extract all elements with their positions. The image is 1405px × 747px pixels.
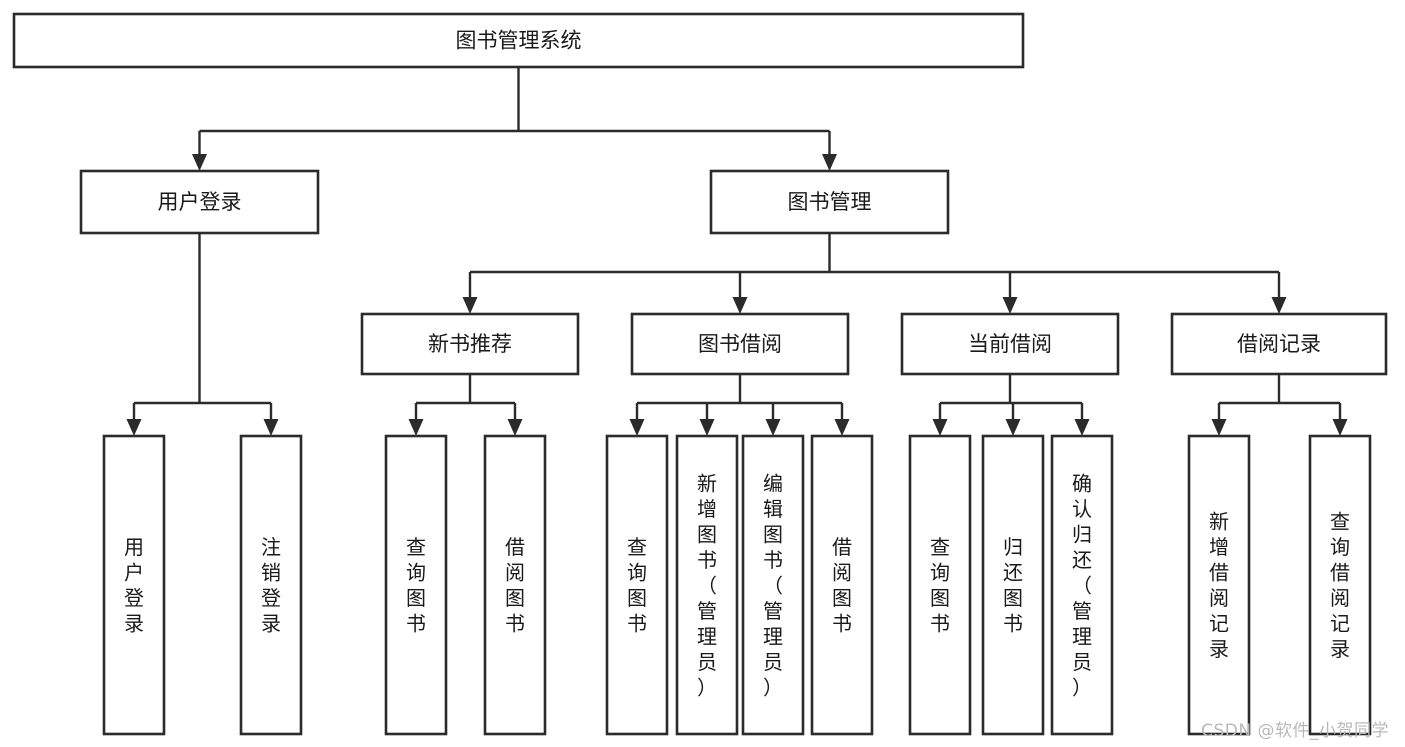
arrow-head-icon [1074, 419, 1090, 436]
node-label-user-login: 用户登录 [158, 190, 242, 214]
node-layer: 图书管理系统用户登录用户登录注销登录图书管理新书推荐查询图书借阅图书图书借阅查询… [12, 12, 1388, 736]
node-label-book-borrow: 图书借阅 [698, 332, 782, 356]
node-book-management[interactable]: 图书管理 [709, 169, 950, 235]
node-box-recommend-borrow-book [483, 434, 547, 736]
node-box-borrow-edit-book [741, 434, 805, 736]
node-label-root: 图书管理系统 [456, 29, 582, 53]
node-box-book-borrow [630, 312, 850, 376]
arrow-head-icon [462, 297, 478, 314]
node-book-borrow[interactable]: 图书借阅 [630, 312, 850, 376]
node-label-records-query-record: 查询借阅记录 [1330, 510, 1350, 662]
node-label-borrow-add-book: 新增图书（管理员） [697, 471, 717, 699]
node-label-borrow-query-book: 查询图书 [627, 535, 647, 636]
node-label-current-borrow: 当前借阅 [968, 332, 1052, 356]
arrow-head-icon [629, 419, 645, 436]
arrow-head-icon [192, 154, 207, 171]
arrow-head-icon [126, 419, 142, 436]
node-borrow-borrow-book[interactable]: 借阅图书 [810, 434, 874, 736]
node-user-login-login[interactable]: 用户登录 [102, 434, 166, 736]
node-label-recommend-borrow-book: 借阅图书 [505, 535, 525, 636]
node-current-query-book[interactable]: 查询图书 [908, 434, 972, 736]
node-label-borrow-edit-book: 编辑图书（管理员） [763, 471, 783, 699]
node-new-book-recommend[interactable]: 新书推荐 [360, 312, 580, 376]
node-box-borrow-records [1170, 312, 1388, 376]
arrow-head-icon [1271, 297, 1287, 314]
node-label-current-confirm-return: 确认归还（管理员） [1072, 471, 1092, 699]
node-root[interactable]: 图书管理系统 [12, 12, 1025, 69]
arrow-head-icon [1005, 419, 1021, 436]
node-user-login[interactable]: 用户登录 [79, 169, 320, 235]
node-box-book-management [709, 169, 950, 235]
node-borrow-edit-book[interactable]: 编辑图书（管理员） [741, 434, 805, 736]
node-label-book-management: 图书管理 [788, 190, 872, 214]
node-label-current-query-book: 查询图书 [930, 535, 950, 636]
node-user-login-logout[interactable]: 注销登录 [239, 434, 303, 736]
arrow-head-icon [1211, 419, 1227, 436]
arrow-head-icon [732, 297, 748, 314]
arrow-head-icon [765, 419, 781, 436]
arrow-head-icon [408, 419, 424, 436]
node-label-recommend-query-book: 查询图书 [406, 535, 426, 636]
arrow-head-icon [1002, 297, 1018, 314]
node-current-borrow[interactable]: 当前借阅 [900, 312, 1120, 376]
node-label-new-book-recommend: 新书推荐 [428, 332, 512, 356]
node-borrow-records[interactable]: 借阅记录 [1170, 312, 1388, 376]
node-borrow-add-book[interactable]: 新增图书（管理员） [675, 434, 739, 736]
node-records-add-record[interactable]: 新增借阅记录 [1187, 434, 1251, 736]
node-box-new-book-recommend [360, 312, 580, 376]
node-box-current-return-book [981, 434, 1045, 736]
arrow-head-icon [1332, 419, 1348, 436]
node-current-confirm-return[interactable]: 确认归还（管理员） [1050, 434, 1114, 736]
arrow-head-icon [822, 154, 837, 171]
node-box-records-add-record [1187, 434, 1251, 736]
arrow-head-icon [699, 419, 715, 436]
node-recommend-query-book[interactable]: 查询图书 [384, 434, 448, 736]
node-box-user-login [79, 169, 320, 235]
node-label-user-login-login: 用户登录 [124, 535, 144, 636]
node-box-current-confirm-return [1050, 434, 1114, 736]
node-label-current-return-book: 归还图书 [1003, 535, 1023, 636]
arrow-head-icon [834, 419, 850, 436]
node-box-records-query-record [1308, 434, 1372, 736]
node-label-borrow-records: 借阅记录 [1237, 332, 1321, 356]
arrow-head-icon [263, 419, 279, 436]
node-box-current-borrow [900, 312, 1120, 376]
node-label-user-login-logout: 注销登录 [261, 535, 281, 636]
node-box-borrow-add-book [675, 434, 739, 736]
node-records-query-record[interactable]: 查询借阅记录 [1308, 434, 1372, 736]
node-box-user-login-login [102, 434, 166, 736]
node-box-borrow-query-book [605, 434, 669, 736]
arrow-head-icon [507, 419, 523, 436]
node-box-recommend-query-book [384, 434, 448, 736]
arrow-head-icon [932, 419, 948, 436]
node-box-borrow-borrow-book [810, 434, 874, 736]
node-recommend-borrow-book[interactable]: 借阅图书 [483, 434, 547, 736]
node-label-borrow-borrow-book: 借阅图书 [832, 535, 852, 636]
node-box-user-login-logout [239, 434, 303, 736]
connector-layer [126, 67, 1348, 436]
node-current-return-book[interactable]: 归还图书 [981, 434, 1045, 736]
node-box-root [12, 12, 1025, 69]
node-borrow-query-book[interactable]: 查询图书 [605, 434, 669, 736]
node-label-records-add-record: 新增借阅记录 [1209, 510, 1229, 662]
node-box-current-query-book [908, 434, 972, 736]
